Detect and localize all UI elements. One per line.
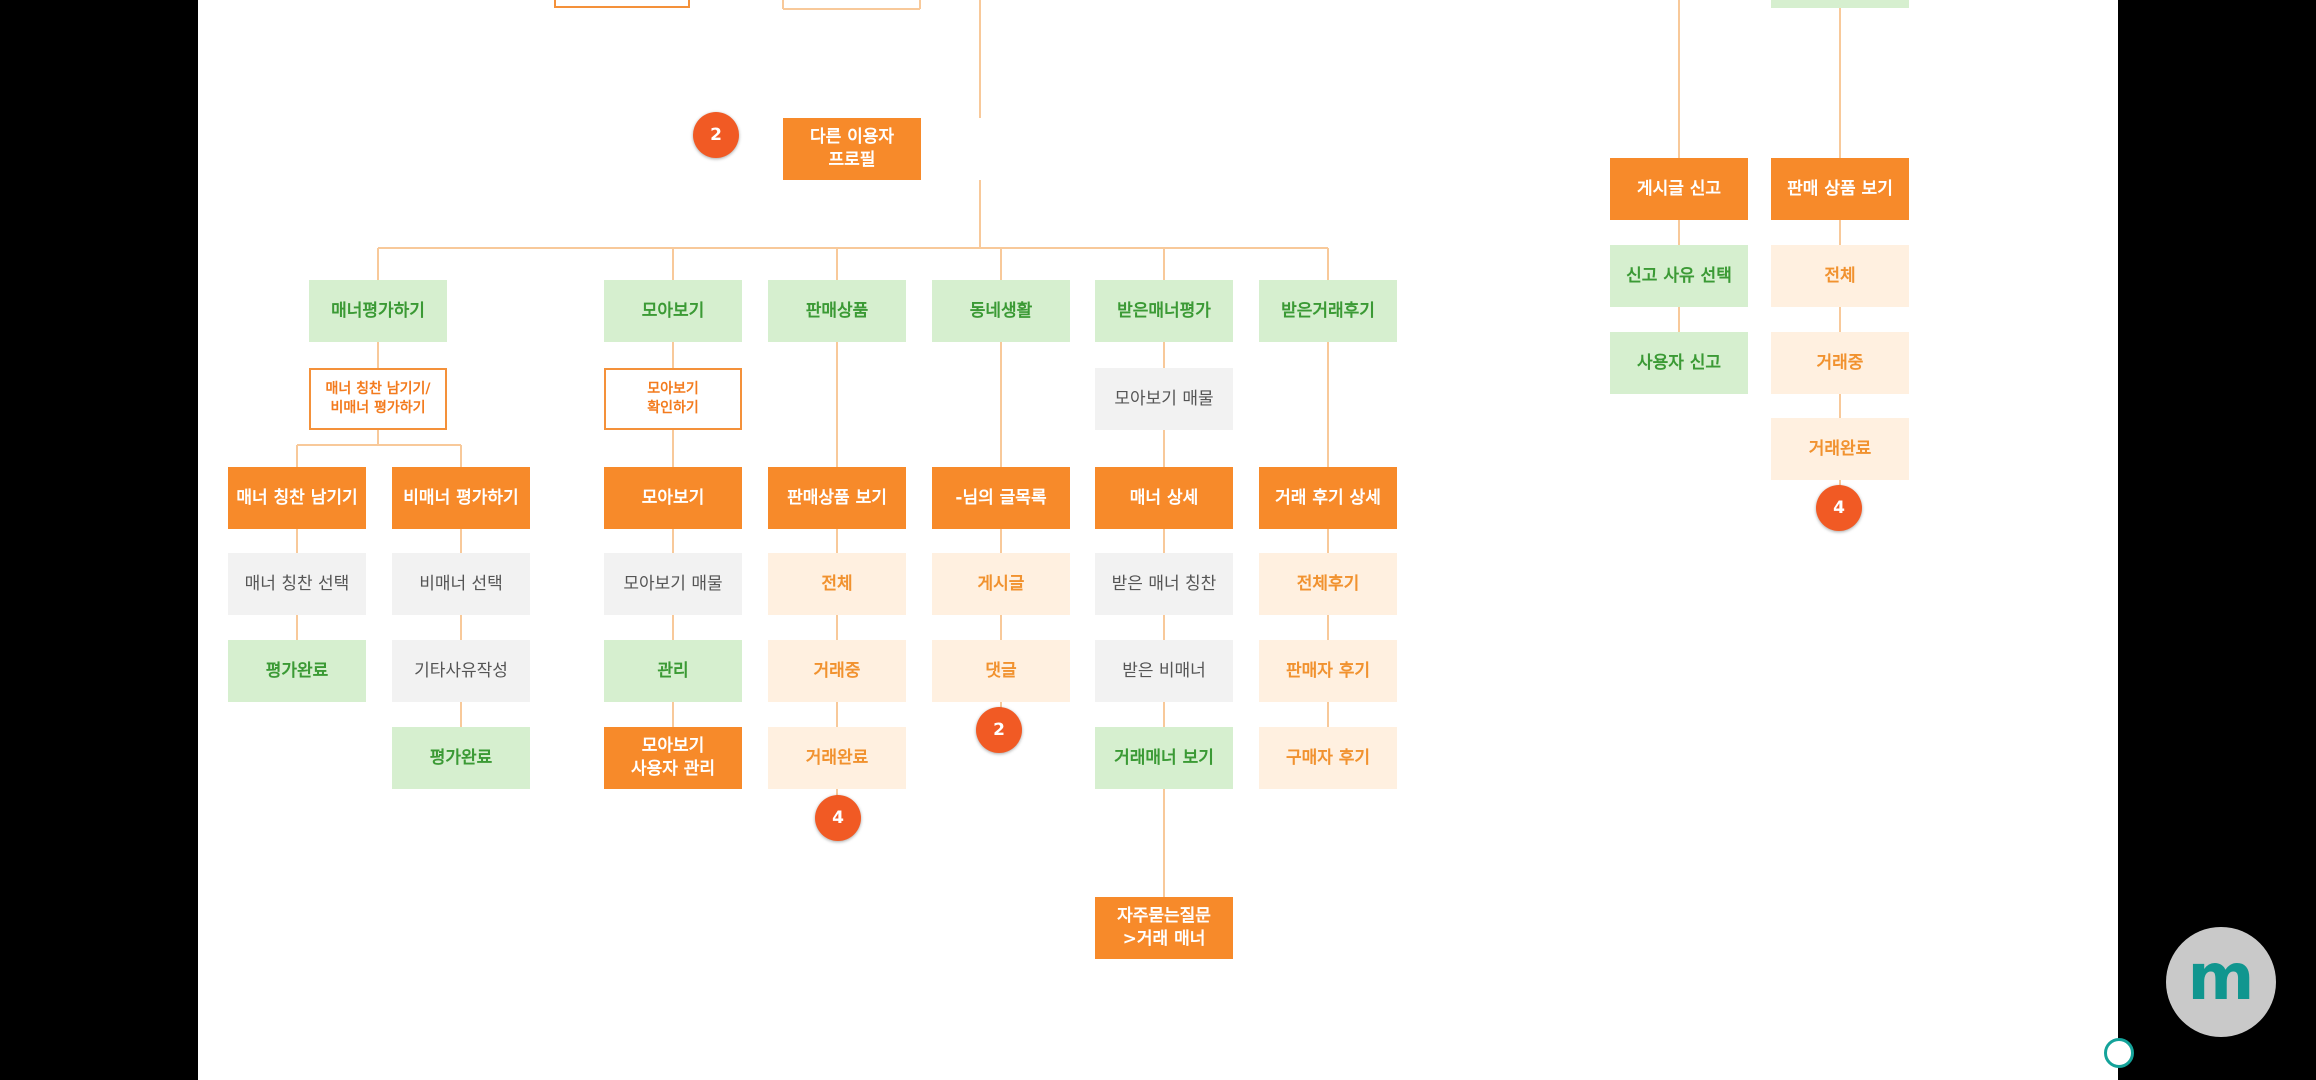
node-collect: 모아보기 bbox=[604, 280, 742, 342]
node-dealt2: 거래완료 bbox=[1771, 418, 1909, 480]
node-post: 게시글 bbox=[932, 553, 1070, 615]
node-collect-items2: 모아보기 매물 bbox=[1095, 368, 1233, 430]
node-posts: -님의 글목록 bbox=[932, 467, 1070, 529]
partial-node-top bbox=[1771, 0, 1909, 8]
node-sales-view: 판매상품 보기 bbox=[768, 467, 906, 529]
node-collect-items: 모아보기 매물 bbox=[604, 553, 742, 615]
node-recv-review: 받은거래후기 bbox=[1259, 280, 1397, 342]
node-recv-praise: 받은 매너 칭찬 bbox=[1095, 553, 1233, 615]
node-all-review: 전체후기 bbox=[1259, 553, 1397, 615]
node-done1: 평가완료 bbox=[228, 640, 366, 702]
node-non-manner: 비매너 평가하기 bbox=[392, 467, 530, 529]
node-review-detail: 거래 후기 상세 bbox=[1259, 467, 1397, 529]
node-all2: 전체 bbox=[1771, 245, 1909, 307]
node-profile: 다른 이용자 프로필 bbox=[783, 118, 921, 180]
step-badge: 2 bbox=[976, 707, 1022, 753]
node-trade-manner: 거래매너 보기 bbox=[1095, 727, 1233, 789]
node-recv-non: 받은 비매너 bbox=[1095, 640, 1233, 702]
partial-node-top-left bbox=[554, 0, 690, 8]
node-manner: 매너평가하기 bbox=[309, 280, 447, 342]
node-done2: 평가완료 bbox=[392, 727, 530, 789]
node-sales-view2: 판매 상품 보기 bbox=[1771, 158, 1909, 220]
node-collect-check: 모아보기 확인하기 bbox=[604, 368, 742, 430]
node-manner-detail: 매너 상세 bbox=[1095, 467, 1233, 529]
step-badge: 2 bbox=[693, 112, 739, 158]
node-manner-sub: 매너 칭찬 남기기/ 비매너 평가하기 bbox=[309, 368, 447, 430]
node-recv-manner: 받은매너평가 bbox=[1095, 280, 1233, 342]
step-badge: 4 bbox=[815, 795, 861, 841]
node-other-reason: 기타사유작성 bbox=[392, 640, 530, 702]
m-logo-icon[interactable]: m bbox=[2166, 927, 2276, 1037]
node-user-report: 사용자 신고 bbox=[1610, 332, 1748, 394]
node-report: 게시글 신고 bbox=[1610, 158, 1748, 220]
node-seller-review: 판매자 후기 bbox=[1259, 640, 1397, 702]
node-reason: 신고 사유 선택 bbox=[1610, 245, 1748, 307]
node-faq: 자주묻는질문 >거래 매너 bbox=[1095, 897, 1233, 959]
node-dealing1: 거래중 bbox=[768, 640, 906, 702]
step-badge: 4 bbox=[1816, 485, 1862, 531]
node-praise-sel: 매너 칭찬 선택 bbox=[228, 553, 366, 615]
node-dealing2: 거래중 bbox=[1771, 332, 1909, 394]
node-praise: 매너 칭찬 남기기 bbox=[228, 467, 366, 529]
node-dealt1: 거래완료 bbox=[768, 727, 906, 789]
node-manage: 관리 bbox=[604, 640, 742, 702]
node-all1: 전체 bbox=[768, 553, 906, 615]
fab-label: m bbox=[2187, 941, 2255, 1015]
node-town: 동네생활 bbox=[932, 280, 1070, 342]
node-comment: 댓글 bbox=[932, 640, 1070, 702]
node-sales: 판매상품 bbox=[768, 280, 906, 342]
node-collect-users: 모아보기 사용자 관리 bbox=[604, 727, 742, 789]
node-collect2: 모아보기 bbox=[604, 467, 742, 529]
node-buyer-review: 구매자 후기 bbox=[1259, 727, 1397, 789]
node-non-sel: 비매너 선택 bbox=[392, 553, 530, 615]
edge-ring-icon bbox=[2104, 1038, 2134, 1068]
